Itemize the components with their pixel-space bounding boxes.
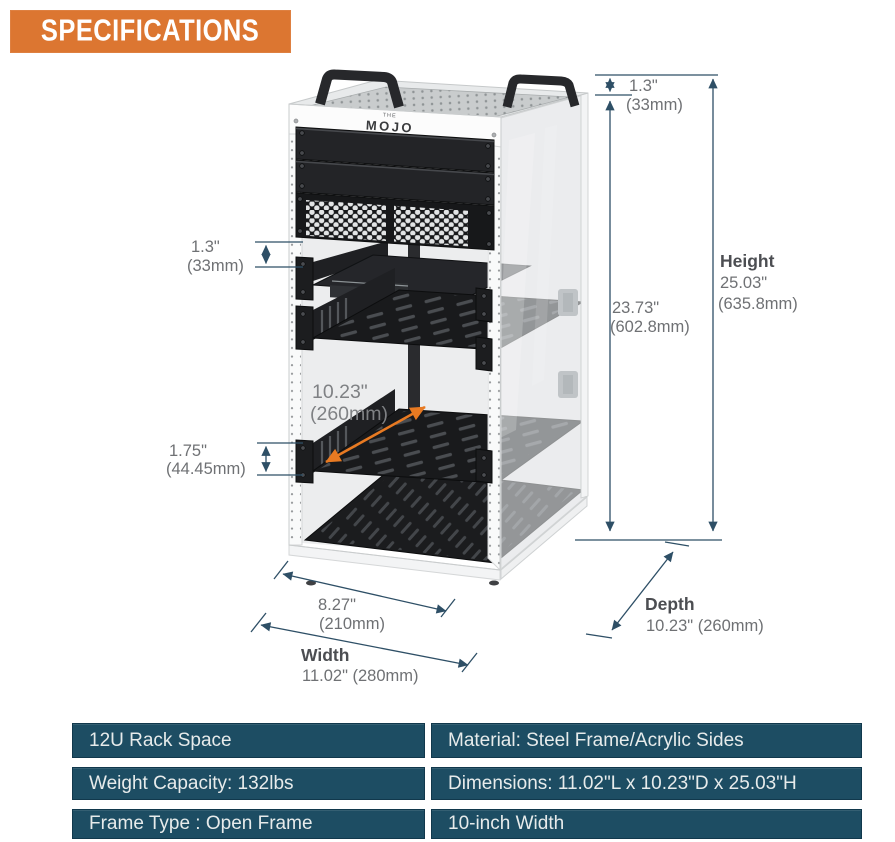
specifications-banner: SPECIFICATIONS — [10, 10, 291, 53]
banner-title: SPECIFICATIONS — [41, 14, 260, 48]
dim-name: Width — [301, 645, 349, 665]
dimension-annotations — [250, 74, 722, 673]
bottom-side-bar — [500, 495, 588, 581]
weight-capacity-cell: Weight Capacity: 132lbs — [72, 767, 425, 800]
dim-tick — [250, 612, 267, 633]
dim-arrow-width — [260, 622, 469, 668]
dim-value: 23.73" — [612, 299, 659, 317]
dim-label-panel-pitch: 1.75" (44.45mm) — [166, 442, 246, 478]
blank-panel-1 — [295, 126, 495, 173]
dim-label-top-offset: 1.3" (33mm) — [626, 77, 683, 114]
rack-dimension-diagram: THE MOJO — [166, 69, 798, 685]
honeycomb-grid — [306, 200, 386, 241]
dim-value: 8.27" — [318, 596, 356, 614]
front-frame-outline — [288, 103, 502, 571]
rear-corner-post — [580, 92, 589, 499]
panel-screws — [297, 196, 492, 247]
shelf-arm-slots — [320, 298, 348, 334]
frame-type-cell: Frame Type : Open Frame — [72, 809, 425, 839]
panel-screws — [299, 130, 491, 169]
spec-table: 12U Rack Space Material: Steel Frame/Acr… — [72, 723, 862, 839]
mounting-brackets — [295, 256, 493, 484]
carry-handle-right — [502, 74, 580, 109]
carry-handle-left — [315, 69, 404, 109]
dim-arrow-depth — [611, 551, 674, 631]
dim-value-mm: (635.8mm) — [718, 295, 798, 313]
rack-space-cell: 12U Rack Space — [72, 723, 425, 758]
dim-label-width: Width 11.02" (280mm) — [301, 645, 419, 685]
dim-name: Depth — [645, 594, 695, 614]
bracket-screws — [300, 261, 487, 478]
logo-the-text: THE — [382, 113, 396, 120]
rack-illustration: THE MOJO — [288, 69, 589, 586]
rack-width-cell: 10-inch Width — [431, 809, 862, 839]
dim-arrow-inner-width — [282, 571, 447, 614]
dim-tick — [585, 633, 613, 639]
dim-tick — [273, 560, 289, 580]
logo-brand-text: MOJO — [365, 117, 414, 135]
dim-value-mm: (602.8mm) — [610, 318, 690, 336]
dim-value: 1.3" — [629, 77, 658, 95]
dim-label-shelf-depth: 10.23" (260mm) — [310, 381, 388, 425]
dim-label-height: Height 25.03" (635.8mm) — [718, 251, 798, 313]
header-screw — [293, 118, 299, 124]
dimensions-cell: Dimensions: 11.02"L x 10.23"D x 25.03"H — [431, 767, 862, 800]
material-cell: Material: Steel Frame/Acrylic Sides — [431, 723, 862, 758]
honeycomb-vent-panel — [295, 192, 495, 251]
dim-value: 25.03" — [720, 274, 767, 292]
dim-tick — [664, 541, 690, 547]
panel-screws — [299, 163, 491, 202]
dim-value: 1.3" — [191, 238, 220, 256]
header-screw — [491, 132, 497, 138]
honeycomb-grid — [394, 205, 468, 247]
dim-label-inner-width: 8.27" (210mm) — [318, 596, 385, 633]
dim-value: 11.02" (280mm) — [302, 667, 419, 685]
dim-tick — [440, 598, 456, 618]
shelf-depth-arrow — [325, 405, 426, 464]
acrylic-side-panel — [496, 92, 589, 571]
dim-tick — [461, 652, 478, 673]
dim-value: 10.23" (260mm) — [646, 617, 764, 635]
dim-value-mm: (44.45mm) — [166, 460, 246, 478]
dim-name: Height — [720, 251, 775, 271]
dim-value-mm: (33mm) — [187, 257, 244, 275]
dim-label-left-unit: 1.3" (33mm) — [187, 238, 244, 275]
dim-value: 10.23" — [312, 381, 368, 403]
rack-foot — [489, 580, 499, 586]
dim-value-mm: (33mm) — [626, 96, 683, 114]
blank-panel-2 — [295, 159, 495, 206]
dim-label-rail-height: 23.73" (602.8mm) — [610, 299, 690, 336]
dim-value: 1.75" — [169, 442, 207, 460]
dim-label-depth: Depth 10.23" (260mm) — [645, 594, 764, 635]
dim-value-mm: (260mm) — [310, 403, 388, 425]
brand-logo: THE MOJO — [365, 113, 414, 136]
dim-value-mm: (210mm) — [319, 615, 385, 633]
